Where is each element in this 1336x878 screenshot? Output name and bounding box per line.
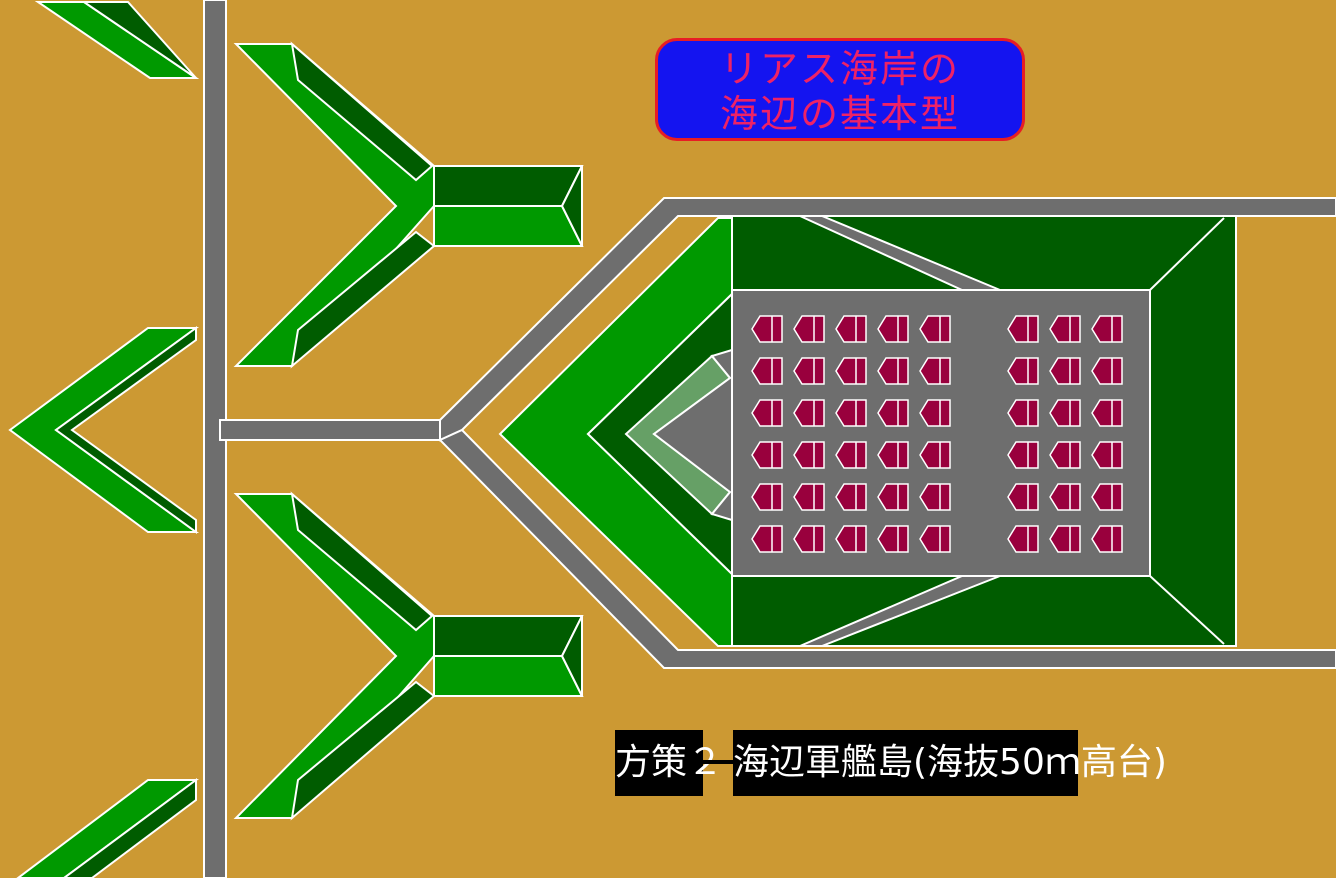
house-41 — [793, 525, 825, 553]
house-4 — [919, 315, 951, 343]
house-12 — [919, 357, 951, 385]
house-44 — [919, 525, 951, 553]
house-45 — [1007, 525, 1039, 553]
house-0 — [751, 315, 783, 343]
house-8 — [751, 357, 783, 385]
house-16 — [751, 399, 783, 427]
house-38 — [1049, 483, 1081, 511]
house-40 — [751, 525, 783, 553]
house-24 — [751, 441, 783, 469]
house-9 — [793, 357, 825, 385]
title-box: リアス海岸の 海辺の基本型 — [655, 38, 1025, 141]
upper-y-embankment — [233, 41, 584, 369]
house-35 — [877, 483, 909, 511]
house-43 — [877, 525, 909, 553]
title-line-1: リアス海岸の — [719, 47, 960, 91]
house-13 — [1007, 357, 1039, 385]
house-34 — [835, 483, 867, 511]
title-line-2: 海辺の基本型 — [719, 92, 960, 136]
house-47 — [1091, 525, 1123, 553]
houses-group — [751, 315, 1123, 553]
house-33 — [793, 483, 825, 511]
house-2 — [835, 315, 867, 343]
lower-y-embankment — [233, 491, 584, 821]
house-39 — [1091, 483, 1123, 511]
house-23 — [1091, 399, 1123, 427]
house-20 — [919, 399, 951, 427]
house-3 — [877, 315, 909, 343]
house-21 — [1007, 399, 1039, 427]
house-18 — [835, 399, 867, 427]
house-17 — [793, 399, 825, 427]
house-28 — [919, 441, 951, 469]
label-connector — [703, 760, 733, 764]
house-10 — [835, 357, 867, 385]
house-14 — [1049, 357, 1081, 385]
house-15 — [1091, 357, 1123, 385]
house-22 — [1049, 399, 1081, 427]
house-37 — [1007, 483, 1039, 511]
house-19 — [877, 399, 909, 427]
strategy-label-prefix: 方策２ — [615, 730, 723, 796]
house-11 — [877, 357, 909, 385]
house-29 — [1007, 441, 1039, 469]
house-30 — [1049, 441, 1081, 469]
house-36 — [919, 483, 951, 511]
house-31 — [1091, 441, 1123, 469]
house-26 — [835, 441, 867, 469]
house-42 — [835, 525, 867, 553]
house-46 — [1049, 525, 1081, 553]
house-25 — [793, 441, 825, 469]
house-6 — [1049, 315, 1081, 343]
house-1 — [793, 315, 825, 343]
house-7 — [1091, 315, 1123, 343]
house-27 — [877, 441, 909, 469]
strategy-label-text: 海辺軍艦島(海抜50ｍ高台) — [733, 730, 1167, 796]
main-road — [203, 0, 446, 878]
house-32 — [751, 483, 783, 511]
house-5 — [1007, 315, 1039, 343]
left-edge-embankments — [8, 1, 200, 878]
